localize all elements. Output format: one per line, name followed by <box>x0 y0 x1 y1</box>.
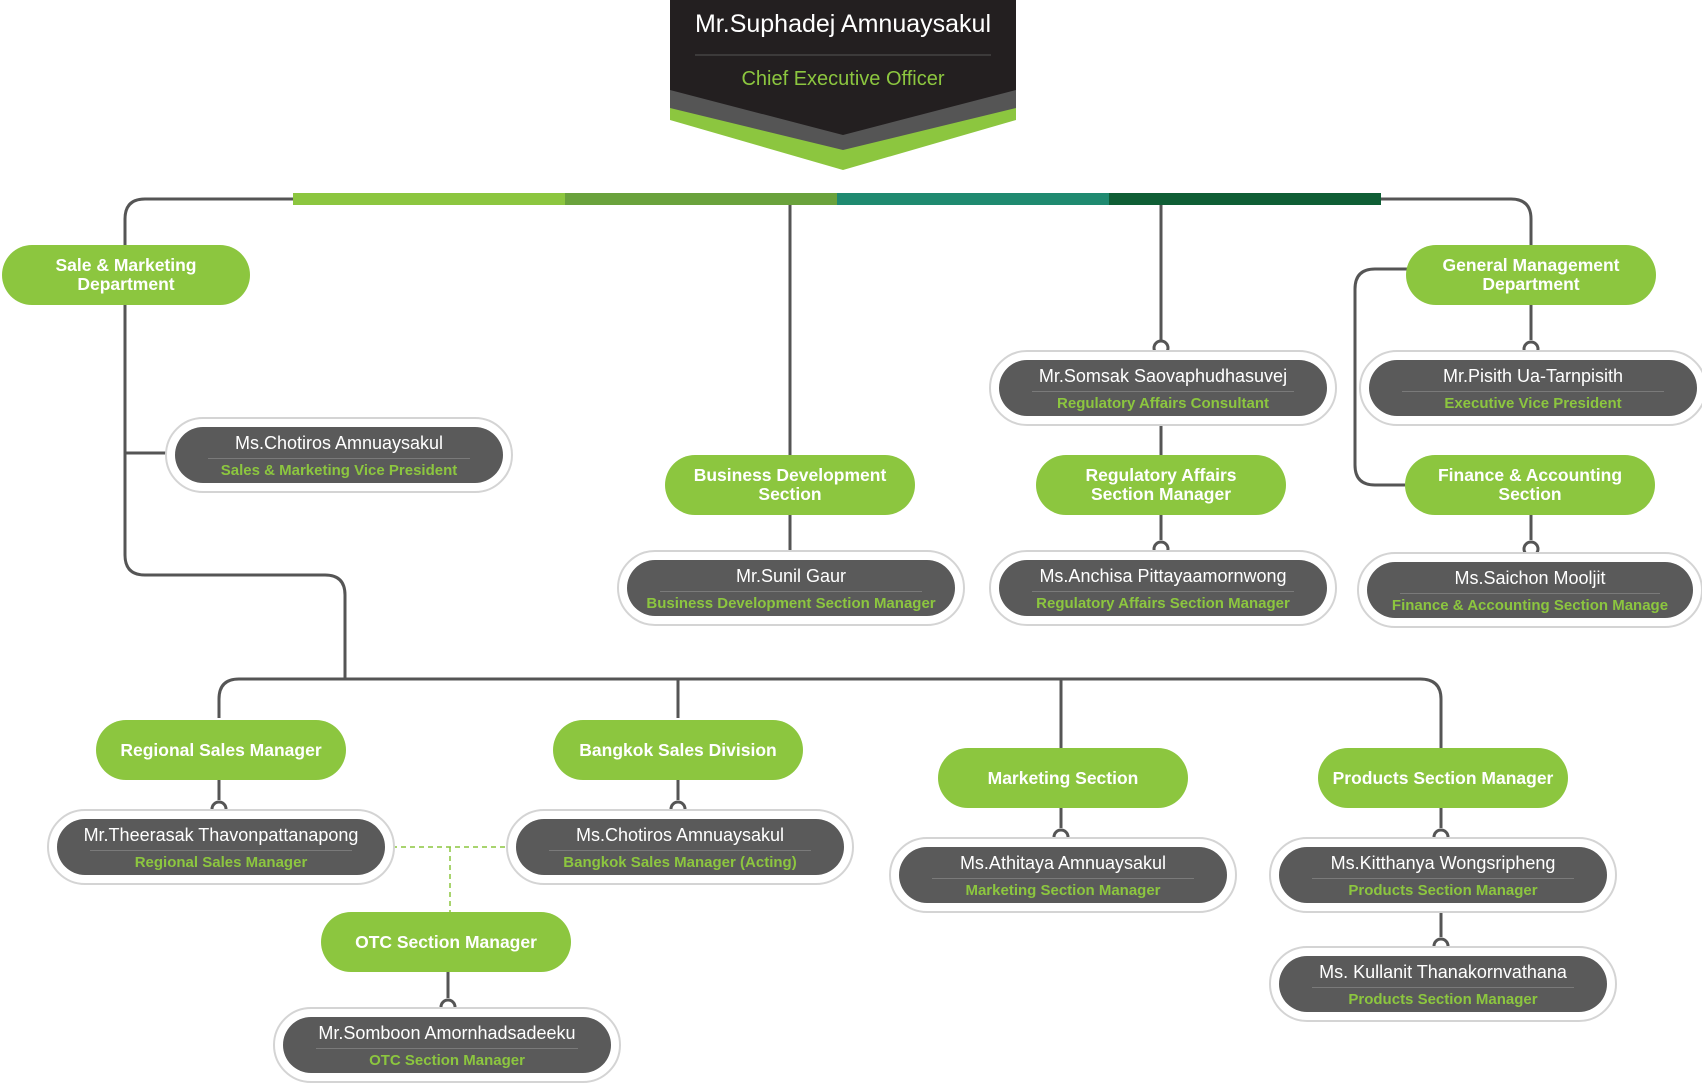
dept-business-development: Business Development Section <box>665 455 915 515</box>
ceo-name: Mr.Suphadej Amnuaysakul <box>694 10 991 38</box>
person-card-kitthanya: Ms.Kitthanya Wongsripheng Products Secti… <box>1269 837 1617 913</box>
person-card-sunil: Mr.Sunil Gaur Business Development Secti… <box>617 550 965 626</box>
person-title: Regional Sales Manager <box>134 854 308 871</box>
person-card-anchisa: Ms.Anchisa Pittayaamornwong Regulatory A… <box>989 550 1337 626</box>
dept-marketing-section: Marketing Section <box>938 748 1188 808</box>
person-name: Ms.Athitaya Amnuaysakul <box>959 853 1167 873</box>
person-title: Finance & Accounting Section Manage <box>1391 597 1669 614</box>
dept-regulatory-affairs: Regulatory Affairs Section Manager <box>1036 455 1286 515</box>
person-title: Executive Vice President <box>1444 395 1622 412</box>
person-name: Ms.Kitthanya Wongsripheng <box>1330 853 1556 873</box>
ceo-banner <box>670 0 1016 135</box>
person-card-chotiros-vp: Ms.Chotiros Amnuaysakul Sales & Marketin… <box>165 417 513 493</box>
person-divider <box>1031 391 1295 392</box>
person-divider <box>1311 987 1575 988</box>
person-divider <box>548 850 812 851</box>
dept-sale-marketing: Sale & Marketing Department <box>2 245 250 305</box>
otc-dashed-connector <box>392 846 508 912</box>
person-title: Sales & Marketing Vice President <box>220 462 458 479</box>
dept-finance-accounting: Finance & Accounting Section <box>1405 455 1655 515</box>
person-name: Mr.Somsak Saovaphudhasuvej <box>1038 366 1288 386</box>
person-name: Mr.Somboon Amornhadsadeeku <box>318 1023 576 1043</box>
person-name: Ms.Saichon Mooljit <box>1454 568 1606 588</box>
person-name: Ms. Kullanit Thanakornvathana <box>1319 962 1567 982</box>
dept-regional-sales: Regional Sales Manager <box>96 720 346 780</box>
person-card-somboon: Mr.Somboon Amornhadsadeeku OTC Section M… <box>273 1007 621 1083</box>
person-divider <box>1031 591 1295 592</box>
person-title: Regulatory Affairs Consultant <box>1057 395 1269 412</box>
person-divider <box>659 591 923 592</box>
person-divider <box>207 458 471 459</box>
person-divider <box>931 878 1195 879</box>
person-divider <box>89 850 353 851</box>
person-card-kullanit: Ms. Kullanit Thanakornvathana Products S… <box>1269 946 1617 1022</box>
person-divider <box>1311 878 1575 879</box>
person-name: Ms.Chotiros Amnuaysakul <box>234 433 444 453</box>
person-title: Products Section Manager <box>1348 882 1538 899</box>
dept-otc-section: OTC Section Manager <box>321 912 571 972</box>
person-name: Mr.Theerasak Thavonpattanapong <box>83 825 359 845</box>
bar-segment-1 <box>293 193 565 205</box>
dept-bangkok-sales: Bangkok Sales Division <box>553 720 803 780</box>
person-divider <box>315 1048 579 1049</box>
connector-lines <box>123 197 1533 998</box>
person-card-pisith: Mr.Pisith Ua-Tarnpisith Executive Vice P… <box>1359 350 1702 426</box>
person-title: OTC Section Manager <box>369 1052 525 1069</box>
person-name: Mr.Pisith Ua-Tarnpisith <box>1442 366 1624 386</box>
dept-general-management: General Management Department <box>1406 245 1656 305</box>
ceo-title: Chief Executive Officer <box>741 68 945 90</box>
person-title: Bangkok Sales Manager (Acting) <box>563 854 797 871</box>
person-card-athitaya: Ms.Athitaya Amnuaysakul Marketing Sectio… <box>889 837 1237 913</box>
bar-segment-3 <box>837 193 1109 205</box>
person-name: Ms.Chotiros Amnuaysakul <box>575 825 785 845</box>
bar-segment-2 <box>565 193 837 205</box>
person-card-saichon: Ms.Saichon Mooljit Finance & Accounting … <box>1357 552 1702 628</box>
person-card-chotiros-bkk: Ms.Chotiros Amnuaysakul Bangkok Sales Ma… <box>506 809 854 885</box>
person-title: Products Section Manager <box>1348 991 1538 1008</box>
ceo-box: Mr.Suphadej Amnuaysakul Chief Executive … <box>670 0 1016 170</box>
dept-products-section: Products Section Manager <box>1318 748 1568 808</box>
person-name: Ms.Anchisa Pittayaamornwong <box>1039 566 1287 586</box>
person-card-somsak: Mr.Somsak Saovaphudhasuvej Regulatory Af… <box>989 350 1337 426</box>
person-title: Business Development Section Manager <box>646 595 936 612</box>
person-title: Marketing Section Manager <box>965 882 1161 899</box>
person-name: Mr.Sunil Gaur <box>735 566 847 586</box>
person-title: Regulatory Affairs Section Manager <box>1036 595 1290 612</box>
person-divider <box>1399 593 1661 594</box>
bar-segment-4 <box>1109 193 1381 205</box>
person-divider <box>1401 391 1665 392</box>
person-card-theerasak: Mr.Theerasak Thavonpattanapong Regional … <box>47 809 395 885</box>
